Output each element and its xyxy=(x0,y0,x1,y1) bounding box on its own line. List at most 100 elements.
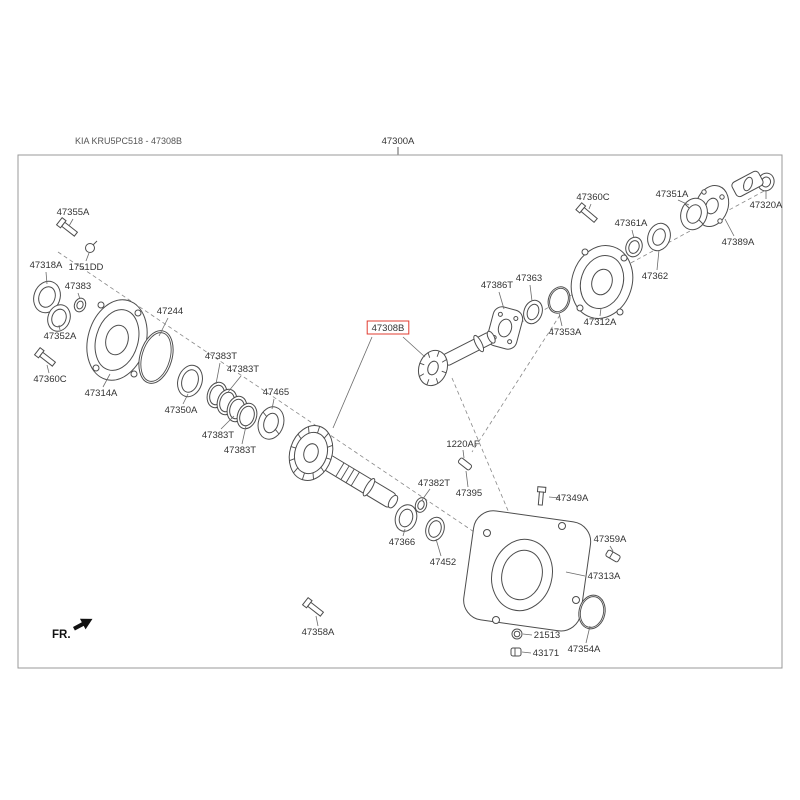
part-47361A-drawing xyxy=(625,236,643,258)
part-47318A-drawing xyxy=(33,280,61,314)
leader-line-1751DD xyxy=(85,252,90,262)
highlight-bracket-lines xyxy=(332,336,426,429)
part-label-1751DD: 1751DD xyxy=(69,262,104,273)
leader-line-47383T xyxy=(241,425,247,445)
part-label-47355A: 47355A xyxy=(57,207,90,218)
leader-line-47389A xyxy=(724,218,735,237)
part-1751DD-drawing xyxy=(85,240,98,253)
part-47351A-drawing xyxy=(680,197,708,231)
leader-line-47355A xyxy=(68,218,74,227)
part-label-47313A: 47313A xyxy=(588,571,621,582)
part-label-47383: 47383 xyxy=(65,281,91,292)
part-47382T-drawing xyxy=(414,497,428,513)
part-label-47351A: 47351A xyxy=(656,189,689,200)
part-47359A-drawing xyxy=(605,549,621,563)
part-47314A-drawing xyxy=(86,299,148,381)
catalog-code: KIA KRU5PC518 - 47308B xyxy=(75,136,182,146)
fr-label: FR. xyxy=(52,629,71,641)
leader-line-47312A xyxy=(599,307,602,317)
part-output-shaft-drawing xyxy=(288,425,399,509)
leader-line-21513 xyxy=(522,633,533,636)
part-label-47362: 47362 xyxy=(642,271,668,282)
part-label-47360C: 47360C xyxy=(33,374,66,385)
leader-line-47383 xyxy=(77,292,81,300)
part-label-47383T: 47383T xyxy=(224,445,256,456)
assembly-label: 47300A xyxy=(382,136,415,147)
part-label-47383T: 47383T xyxy=(202,430,234,441)
leader-line-1220AF xyxy=(462,449,465,459)
part-label-47312A: 47312A xyxy=(584,317,617,328)
leader-line-43171 xyxy=(521,651,532,654)
part-47244-drawing xyxy=(138,330,174,384)
part-47312A-drawing xyxy=(570,245,634,319)
part-label-47363: 47363 xyxy=(516,273,542,284)
part-47313A-drawing xyxy=(463,510,592,632)
leader-line-47313A xyxy=(565,571,586,577)
leader-line-47360C xyxy=(588,203,592,210)
part-label-47349A: 47349A xyxy=(556,493,589,504)
leader-line-47382T xyxy=(421,488,431,501)
part-47353A-drawing xyxy=(547,286,571,314)
part-label-47320A: 47320A xyxy=(750,200,783,211)
part-label-47360C: 47360C xyxy=(576,192,609,203)
leader-line-47361A xyxy=(631,229,635,239)
part-47465-drawing xyxy=(257,406,285,440)
part-47362-drawing xyxy=(647,222,671,252)
part-label-47308B: 47308B xyxy=(372,323,405,334)
part-label-47244: 47244 xyxy=(157,306,183,317)
leader-line-47352A xyxy=(58,324,61,331)
leader-line-47395 xyxy=(465,470,469,488)
part-label-47366: 47366 xyxy=(389,537,415,548)
leader-line-47386T xyxy=(498,291,505,310)
part-label-47383T: 47383T xyxy=(227,364,259,375)
part-label-47465: 47465 xyxy=(263,387,289,398)
highlight-box-47308B xyxy=(366,320,410,335)
part-21513-drawing xyxy=(511,628,523,640)
part-label-47354A: 47354A xyxy=(568,644,601,655)
part-47354A-drawing xyxy=(578,594,606,630)
part-label-47361A: 47361A xyxy=(615,218,648,229)
part-47363-drawing xyxy=(523,299,543,325)
part-47452-drawing xyxy=(425,516,445,542)
leader-line-47363 xyxy=(529,284,533,302)
leader-line-47354A xyxy=(585,625,591,644)
part-label-47350A: 47350A xyxy=(165,405,198,416)
leader-line-47366 xyxy=(402,528,406,537)
leader-line-47349A xyxy=(548,496,561,499)
part-47355A-drawing xyxy=(55,216,79,237)
part-47360C-left-drawing xyxy=(33,346,57,367)
part-label-47318A: 47318A xyxy=(30,260,63,271)
part-label-47359A: 47359A xyxy=(594,534,627,545)
leader-line-47360C xyxy=(46,364,50,374)
leader-line-47244 xyxy=(158,317,169,337)
leader-line-47351A xyxy=(677,199,690,206)
part-label-47389A: 47389A xyxy=(722,237,755,248)
leader-line-47350A xyxy=(182,393,189,405)
leader-line-47383T xyxy=(227,375,242,393)
part-label-47358A: 47358A xyxy=(302,627,335,638)
part-47386T-drawing xyxy=(486,306,524,350)
part-47349A-drawing xyxy=(536,486,547,506)
leader-line-47359A xyxy=(609,545,614,552)
leader-line-47358A xyxy=(315,615,319,627)
part-47395-pin-drawing xyxy=(457,457,473,471)
leader-line-47383T xyxy=(215,362,221,385)
diagram-border xyxy=(17,154,783,669)
part-47366-drawing xyxy=(394,504,418,532)
part-label-47382T: 47382T xyxy=(418,478,450,489)
leader-line-47383T xyxy=(220,415,235,430)
part-label-47353A: 47353A xyxy=(549,327,582,338)
part-47350A-drawing xyxy=(177,364,203,398)
leader-line-47314A xyxy=(102,373,111,388)
part-label-1220AF: 1220AF xyxy=(446,439,479,450)
leader-line-47362 xyxy=(656,249,660,271)
part-label-47452: 47452 xyxy=(430,557,456,568)
part-label-21513: 21513 xyxy=(534,630,560,641)
part-label-47395: 47395 xyxy=(456,488,482,499)
part-47360C-right-drawing xyxy=(575,202,598,224)
part-47383T-rings-drawing xyxy=(206,381,258,430)
fr-direction-arrow-icon xyxy=(72,618,93,631)
